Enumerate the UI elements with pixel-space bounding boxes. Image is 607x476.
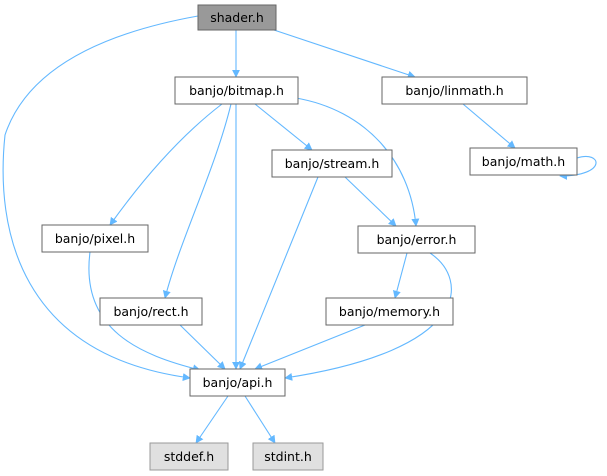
node-label: banjo/api.h	[203, 375, 273, 390]
edge-bitmap-to-pixel	[109, 103, 223, 226]
node-label: banjo/error.h	[377, 232, 457, 247]
node-box	[189, 368, 286, 397]
node-label: banjo/math.h	[482, 154, 565, 169]
edge-api-to-stddef	[195, 395, 229, 444]
edge-error-to-memory	[392, 252, 408, 299]
node-box	[325, 297, 454, 326]
node-label: stddef.h	[164, 449, 214, 464]
edge-memory-to-api	[254, 324, 366, 371]
node-pixel[interactable]: banjo/pixel.h	[41, 224, 149, 253]
node-label: stdint.h	[264, 449, 312, 464]
node-math[interactable]: banjo/math.h	[469, 147, 578, 176]
edge-rect-to-api	[179, 324, 226, 370]
node-box	[197, 4, 277, 31]
node-linmath[interactable]: banjo/linmath.h	[381, 76, 528, 105]
node-label: banjo/linmath.h	[405, 83, 503, 98]
edge-bitmap-to-error	[295, 97, 420, 227]
edge-shader-to-linmath	[273, 29, 416, 79]
edge-shader-to-api	[2, 15, 199, 381]
edge-bitmap-to-rect	[162, 103, 232, 299]
edge-pixel-to-api	[88, 251, 201, 373]
node-shader[interactable]: shader.h	[197, 4, 277, 31]
node-stdint[interactable]: stdint.h	[252, 442, 324, 471]
edge-api-to-stdint	[244, 395, 276, 444]
node-box	[99, 297, 203, 326]
node-stddef[interactable]: stddef.h	[149, 442, 229, 471]
node-label: banjo/pixel.h	[55, 231, 135, 246]
node-label: banjo/memory.h	[339, 304, 440, 319]
node-box	[381, 76, 528, 105]
node-error[interactable]: banjo/error.h	[357, 225, 476, 254]
node-label: banjo/bitmap.h	[189, 83, 284, 98]
node-stream[interactable]: banjo/stream.h	[271, 149, 393, 178]
node-box	[357, 225, 476, 254]
node-label: banjo/rect.h	[113, 304, 188, 319]
node-label: banjo/stream.h	[285, 156, 380, 171]
edge-stream-to-api	[239, 176, 319, 370]
node-rect[interactable]: banjo/rect.h	[99, 297, 203, 326]
node-box	[271, 149, 393, 178]
node-bitmap[interactable]: banjo/bitmap.h	[174, 76, 299, 105]
nodes-layer: shader.h banjo/bitmap.h banjo/linmath.h ban…	[41, 4, 578, 471]
edge-bitmap-to-stream	[254, 103, 313, 151]
edge-linmath-to-math	[462, 103, 516, 149]
node-box	[41, 224, 149, 253]
node-box	[174, 76, 299, 105]
node-box	[252, 442, 324, 471]
node-memory[interactable]: banjo/memory.h	[325, 297, 454, 326]
node-api[interactable]: banjo/api.h	[189, 368, 286, 397]
node-box	[149, 442, 229, 471]
node-box	[469, 147, 578, 176]
edge-stream-to-error	[344, 176, 397, 227]
node-label: shader.h	[210, 10, 264, 25]
